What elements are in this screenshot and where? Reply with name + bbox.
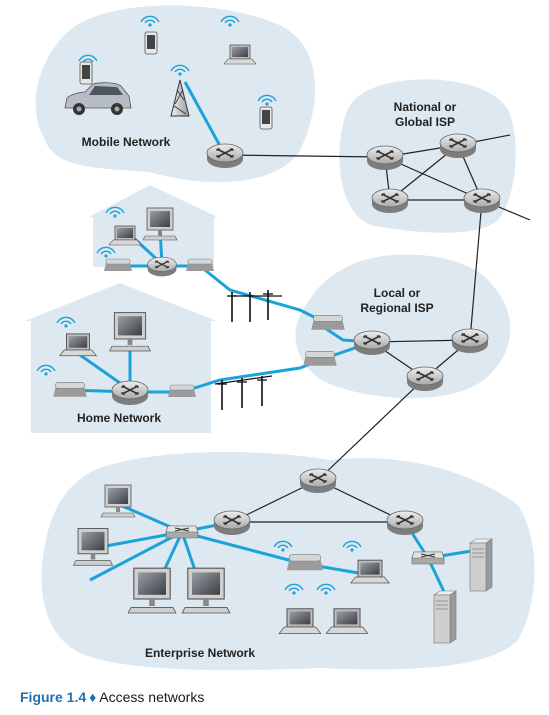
- router-icon: [371, 188, 409, 214]
- mobile-network-label: Mobile Network: [82, 135, 171, 149]
- router-icon: [439, 133, 477, 159]
- ethernet-switch-icon: [165, 525, 199, 539]
- figure-caption: Figure 1.4♦Access networks: [20, 689, 204, 705]
- national-isp-label-line2: Global ISP: [395, 115, 455, 129]
- smartphone-icon: [259, 106, 273, 130]
- wireless-modem-icon: [52, 382, 88, 398]
- mobile-network-devices: [64, 15, 277, 169]
- car-icon: [64, 82, 132, 115]
- router-icon: [463, 188, 501, 214]
- home-router-icon: [146, 256, 178, 278]
- router-icon: [406, 366, 444, 392]
- headend-modem-icon: [310, 315, 346, 331]
- local-isp-label-line1: Local or: [374, 286, 421, 300]
- router-icon: [366, 145, 404, 171]
- server-icon: [433, 590, 457, 644]
- router-icon: [353, 330, 391, 356]
- local-isp-label-line2: Regional ISP: [360, 301, 433, 315]
- wireless-access-point-icon: [286, 554, 324, 571]
- home-router-icon: [111, 380, 149, 406]
- router-icon: [386, 510, 424, 536]
- router-icon: [299, 468, 337, 494]
- utility-poles: [216, 289, 274, 411]
- cable-modem-icon: [185, 258, 215, 272]
- national-isp-label-line1: National or: [394, 100, 457, 114]
- wireless-modem-icon: [103, 258, 133, 272]
- home-network-label: Home Network: [77, 411, 161, 425]
- figure-number: Figure 1.4: [20, 689, 87, 705]
- cable-modem-icon: [167, 384, 197, 398]
- figure-title: Access networks: [99, 689, 205, 705]
- utility-pole-icon: [256, 375, 268, 407]
- caption-separator: ♦: [89, 689, 97, 705]
- utility-pole-icon: [244, 291, 256, 323]
- cell-tower-icon: [170, 79, 190, 117]
- headend-modem-icon: [302, 351, 338, 367]
- enterprise-network-label: Enterprise Network: [145, 646, 255, 660]
- router-icon: [451, 328, 489, 354]
- server-icon: [469, 538, 493, 592]
- ethernet-switch-icon: [411, 551, 445, 565]
- utility-pole-icon: [262, 289, 274, 321]
- mobile-router-icon: [206, 143, 244, 169]
- utility-pole-icon: [226, 291, 238, 323]
- smartphone-icon: [144, 31, 158, 55]
- local-isp-cloud: [295, 254, 511, 399]
- utility-pole-icon: [236, 377, 248, 409]
- smartphone-icon: [79, 61, 93, 85]
- utility-pole-icon: [216, 379, 228, 411]
- router-icon: [213, 510, 251, 536]
